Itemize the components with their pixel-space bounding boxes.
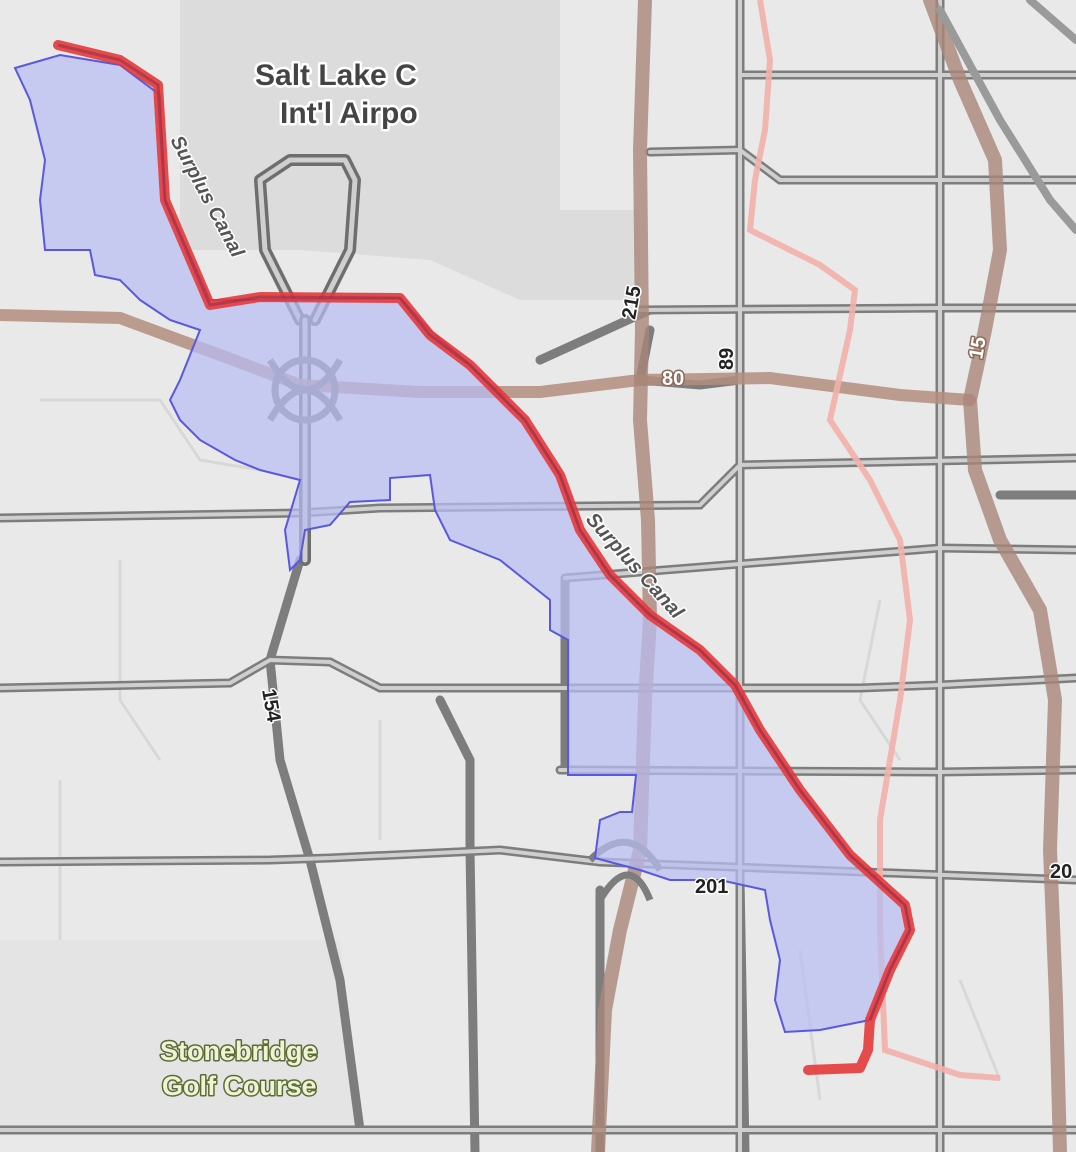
golf-course-area	[0, 940, 360, 1130]
airport-label-line1: Salt Lake C	[255, 59, 417, 92]
golf-course-label-line1: Stonebridge	[160, 1036, 318, 1066]
i80-shield: 80	[662, 368, 684, 390]
airport-label-line2: Int'l Airpo	[280, 97, 418, 130]
airport-area	[180, 0, 640, 300]
sr201-east-shield: 20	[1050, 861, 1072, 883]
i89-shield: 89	[716, 348, 738, 370]
i15-shield: 15	[965, 335, 991, 361]
golf-course-label-line2: Golf Course	[162, 1071, 317, 1101]
surplus-canal-centerline	[57, 43, 912, 1021]
sr201-shield: 201	[695, 876, 728, 898]
